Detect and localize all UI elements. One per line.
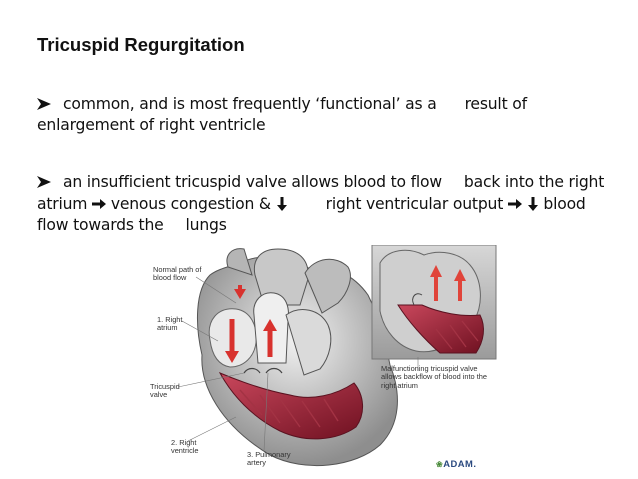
- arrow-down-icon: [276, 195, 288, 213]
- label-malfunctioning-valve: Malfunctioning tricuspid valve allows ba…: [381, 364, 487, 390]
- arrow-down-icon: [527, 195, 539, 213]
- bullet-2-text-a: an insufficient tricuspid valve allows b…: [63, 173, 442, 191]
- bullet-2-text-c: venous congestion &: [110, 195, 271, 213]
- arrow-head-bullet-icon: [37, 95, 63, 113]
- label-right-atrium: 1. Right atrium: [157, 315, 183, 333]
- label-tricuspid-valve: Tricuspid valve: [150, 382, 180, 400]
- label-pulmonary-artery: 3. Pulmonary artery: [247, 450, 291, 468]
- arrow-right-icon: [507, 195, 522, 213]
- bullet-item-2: an insufficient tricuspid valve allows b…: [37, 172, 607, 236]
- bullet-1-text-a: common, and is most frequently ‘function…: [63, 95, 437, 113]
- bullet-item-1: common, and is most frequently ‘function…: [37, 94, 607, 136]
- bullet-1-text-b: result of enlargement of right ventricle: [37, 95, 527, 134]
- label-normal-path: Normal path of blood flow: [153, 265, 202, 283]
- bullet-2-text-e: blood flow towards the: [37, 195, 586, 234]
- heart-illustration: Normal path of blood flow 1. Right atriu…: [140, 245, 512, 477]
- adam-logo-star-icon: ❀: [436, 460, 444, 469]
- bullet-2-text-b: back into the right atrium: [37, 173, 605, 213]
- bullet-2-text-f: lungs: [185, 216, 227, 234]
- adam-logo-text: ADAM.: [443, 458, 477, 469]
- adam-logo: ❀ADAM.: [436, 458, 476, 469]
- slide-title: Tricuspid Regurgitation: [37, 34, 245, 55]
- heart-cross-section-drawing: [177, 245, 497, 467]
- arrow-right-icon: [92, 194, 107, 213]
- label-right-ventricle: 2. Right ventricle: [171, 438, 199, 456]
- arrow-head-bullet-icon: [37, 173, 63, 191]
- bullet-2-text-d: right ventricular output: [325, 195, 504, 213]
